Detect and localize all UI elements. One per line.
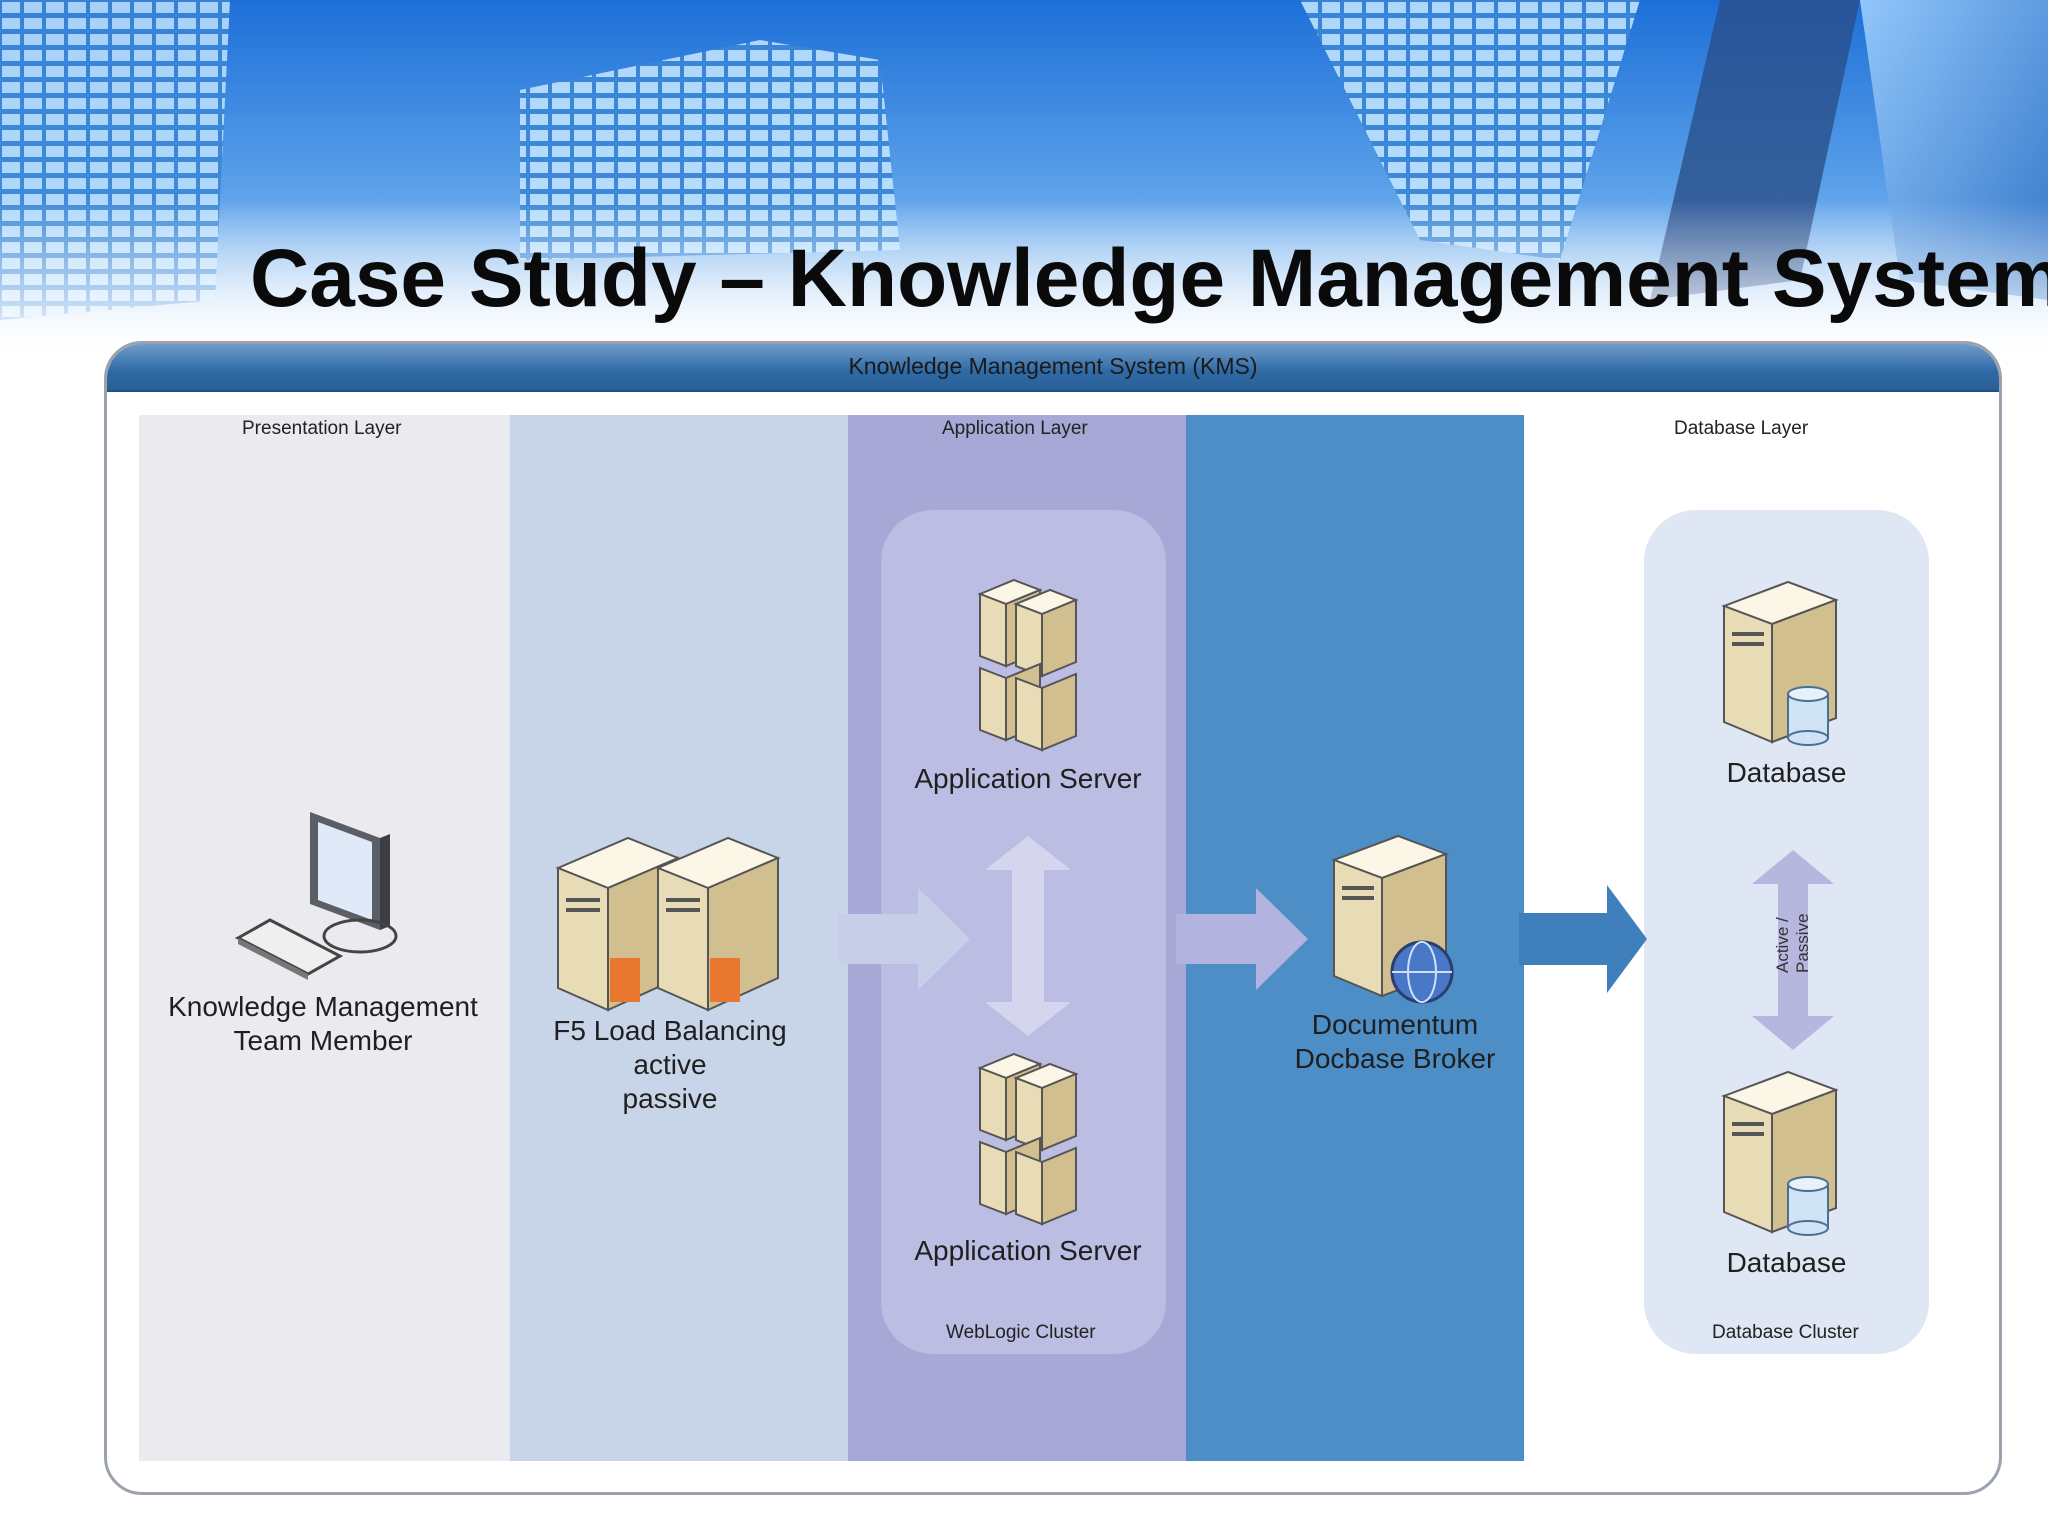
database-cluster-label: Database Cluster [1712, 1322, 1859, 1343]
app-cluster-sync-arrow [985, 836, 1071, 1036]
load-balancer-label-line3: passive [622, 1083, 718, 1114]
failover-label-line1: Active / [1773, 917, 1792, 973]
database-server-icon [1721, 1070, 1839, 1236]
database-server-icon [1721, 580, 1839, 746]
arrow-app-to-broker [1176, 888, 1308, 990]
db-top-label: Database [1726, 757, 1847, 788]
server-stack-icon [977, 1052, 1079, 1226]
failover-label-line2: Passive [1793, 913, 1812, 973]
weblogic-cluster-label: WebLogic Cluster [946, 1322, 1096, 1343]
frame-header [107, 344, 1999, 392]
broker-label: Documentum Docbase Broker [1240, 1008, 1550, 1076]
workstation-label: Knowledge Management Team Member [150, 990, 496, 1058]
load-balancer-label: F5 Load Balancing active passive [520, 1014, 820, 1116]
db-failover-arrow [1752, 850, 1834, 1050]
workstation-label-line2: Team Member [233, 1025, 413, 1056]
slide-title: Case Study – Knowledge Management System [250, 233, 2048, 324]
presentation-layer-label: Presentation Layer [242, 418, 402, 439]
database-layer-label: Database Layer [1674, 418, 1809, 439]
broker-label-line1: Documentum [1311, 1009, 1479, 1040]
app-server-top-label: Application Server [914, 763, 1142, 794]
frame-title: Knowledge Management System (KMS) [848, 353, 1258, 379]
desktop-computer-icon [234, 812, 398, 980]
workstation-label-line1: Knowledge Management [168, 991, 478, 1022]
db-bottom-label: Database [1726, 1247, 1847, 1278]
server-globe-icon [1331, 834, 1454, 1004]
app-server-bottom-label: Application Server [914, 1235, 1142, 1266]
load-balancer-label-line2: active [633, 1049, 707, 1080]
server-pair-firewall-icon [555, 836, 781, 1012]
failover-label: Active / Passive [1773, 913, 1813, 973]
application-layer-label: Application Layer [942, 418, 1088, 439]
arrow-lb-to-app [838, 888, 970, 990]
header-background [0, 0, 2048, 360]
load-balancer-label-line1: F5 Load Balancing [553, 1015, 787, 1046]
server-stack-icon [977, 578, 1079, 752]
arrow-broker-to-db [1519, 885, 1647, 993]
broker-label-line2: Docbase Broker [1294, 1043, 1496, 1074]
